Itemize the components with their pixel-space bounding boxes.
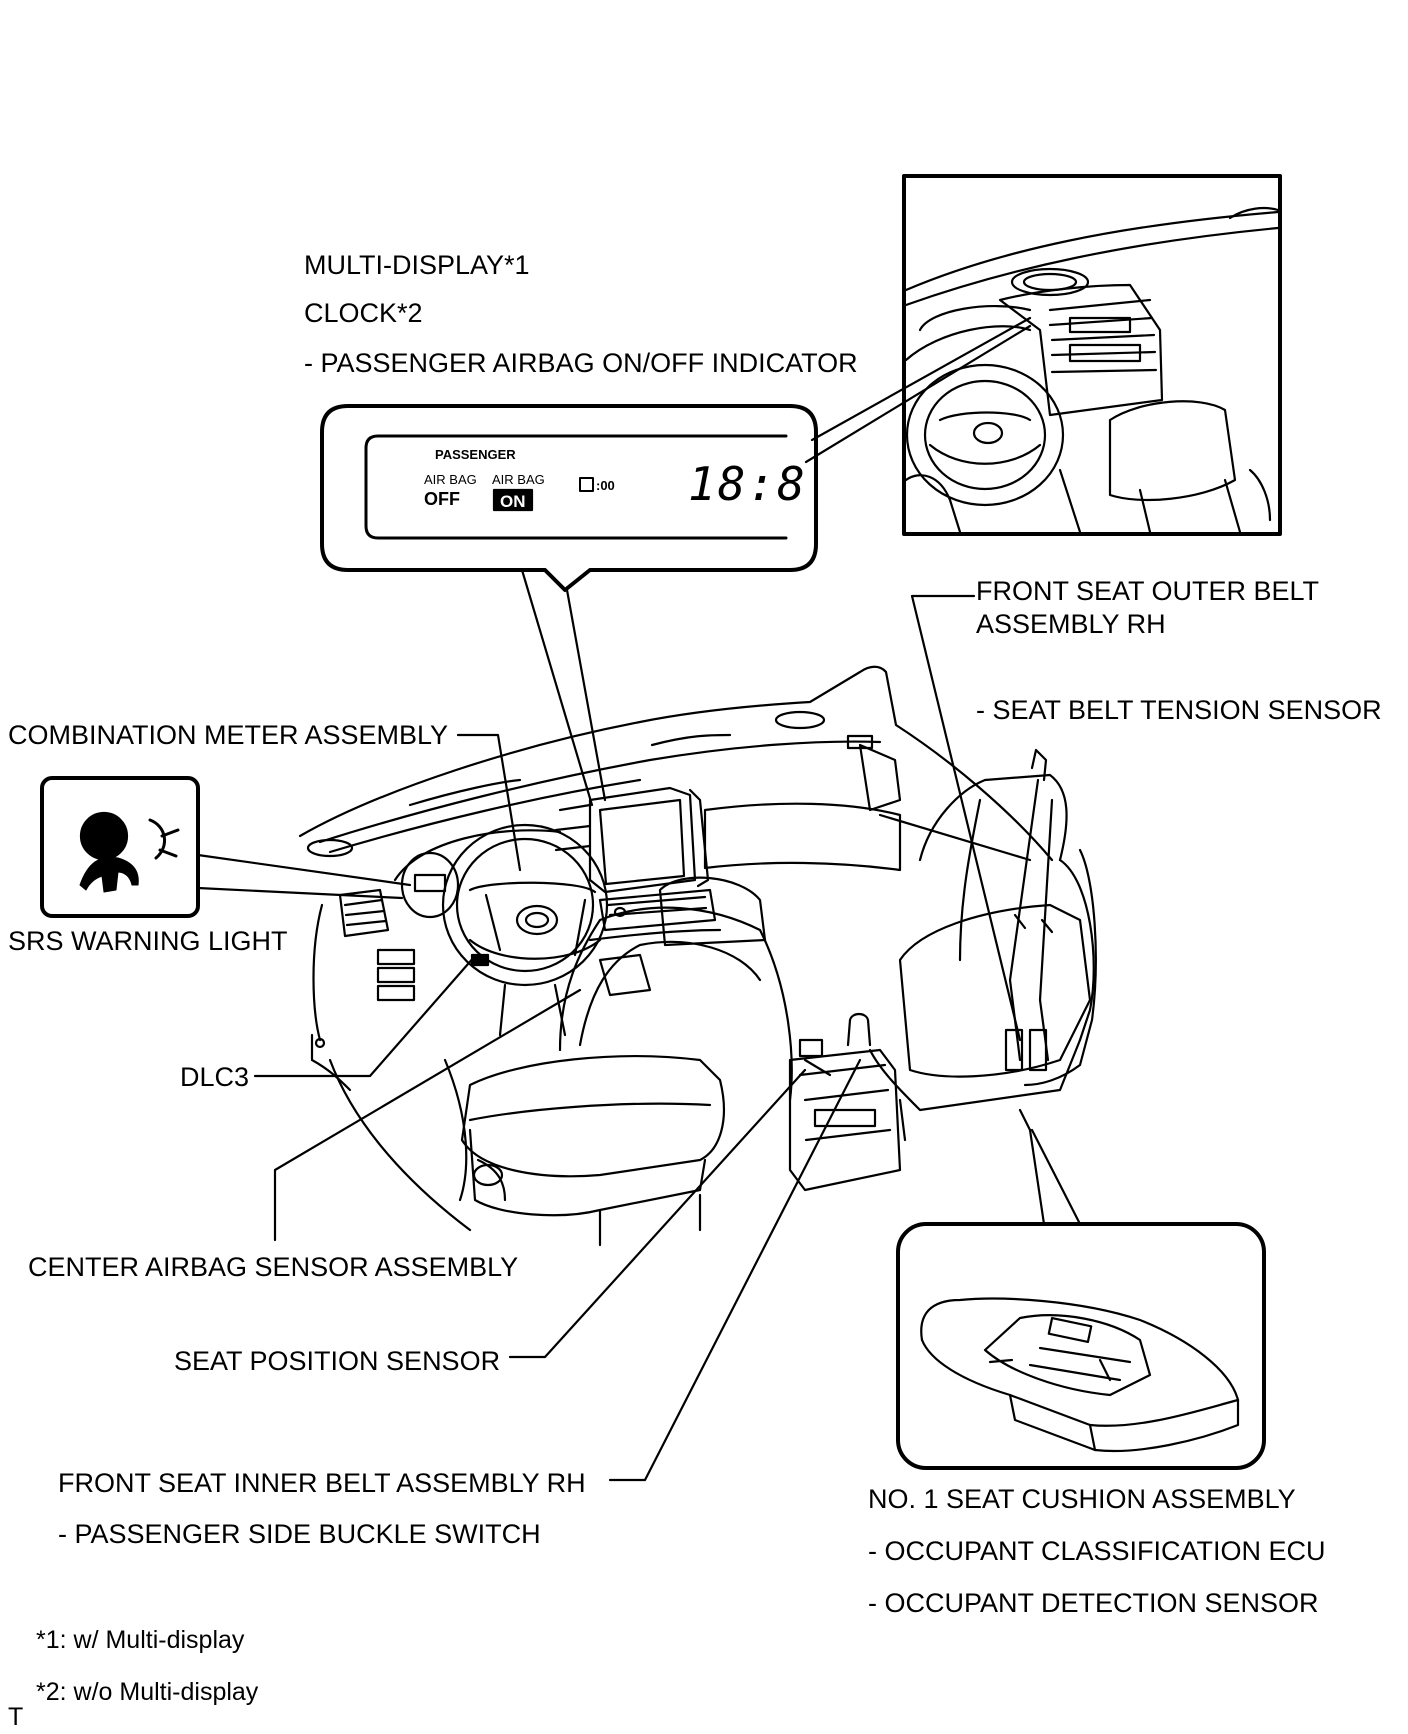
display-airbag-on-bottom: ON [500,492,526,511]
combination-meter-label: COMBINATION METER ASSEMBLY [8,720,449,750]
front-seat-outer-belt-label: FRONT SEAT OUTER BELT [976,576,1320,606]
occupant-detection-sensor-label: - OCCUPANT DETECTION SENSOR [868,1588,1319,1618]
inset-dashboard-view [902,174,1282,536]
display-clock-digits: 18:8 [688,457,807,511]
corner-mark: T [8,1703,24,1731]
display-airbag-off-bottom: OFF [424,489,460,509]
inset-leader [804,324,1032,464]
passenger-side-buckle-switch-label: - PASSENGER SIDE BUCKLE SWITCH [58,1519,541,1549]
leader-dlc3 [253,954,477,1078]
display-panel-text: PASSENGER AIR BAG OFF AIR BAG ON :00 18:… [424,447,807,511]
display-airbag-on-top: AIR BAG [492,472,545,487]
passenger-airbag-indicator-label: - PASSENGER AIRBAG ON/OFF INDICATOR [304,348,858,378]
display-passenger-label: PASSENGER [435,447,516,462]
seat-cushion-inset [896,1222,1266,1470]
display-callout [320,404,818,592]
clock-label: CLOCK*2 [304,298,423,328]
multi-display-label: MULTI-DISPLAY*1 [304,250,530,280]
front-seat-outer-belt-label-line2: ASSEMBLY RH [976,609,1166,639]
leader-inner-belt [608,1058,862,1482]
srs-warning-light-box [40,776,200,918]
seat-cushion-label: NO. 1 SEAT CUSHION ASSEMBLY [868,1484,1296,1514]
display-airbag-off-top: AIR BAG [424,472,477,487]
leader-combination-meter [456,733,522,872]
leader-center-airbag [273,988,582,1242]
seat-position-sensor-label: SEAT POSITION SENSOR [174,1346,501,1376]
front-seat-inner-belt-label: FRONT SEAT INNER BELT ASSEMBLY RH [58,1468,586,1498]
leader-front-seat-outer-belt [910,594,1022,1042]
occupant-classification-ecu-label: - OCCUPANT CLASSIFICATION ECU [868,1536,1326,1566]
dlc3-label: DLC3 [180,1062,250,1092]
main-dashboard-drawing [298,665,1097,1247]
footnote-2: *2: w/o Multi-display [36,1678,259,1706]
center-airbag-sensor-label: CENTER AIRBAG SENSOR ASSEMBLY [28,1252,519,1282]
footnote-1: *1: w/ Multi-display [36,1626,245,1654]
seat-belt-tension-sensor-label: - SEAT BELT TENSION SENSOR [976,695,1382,725]
display-clock-small: :00 [596,478,615,493]
srs-warning-light-label: SRS WARNING LIGHT [8,926,288,956]
leader-seat-position [508,1068,807,1359]
